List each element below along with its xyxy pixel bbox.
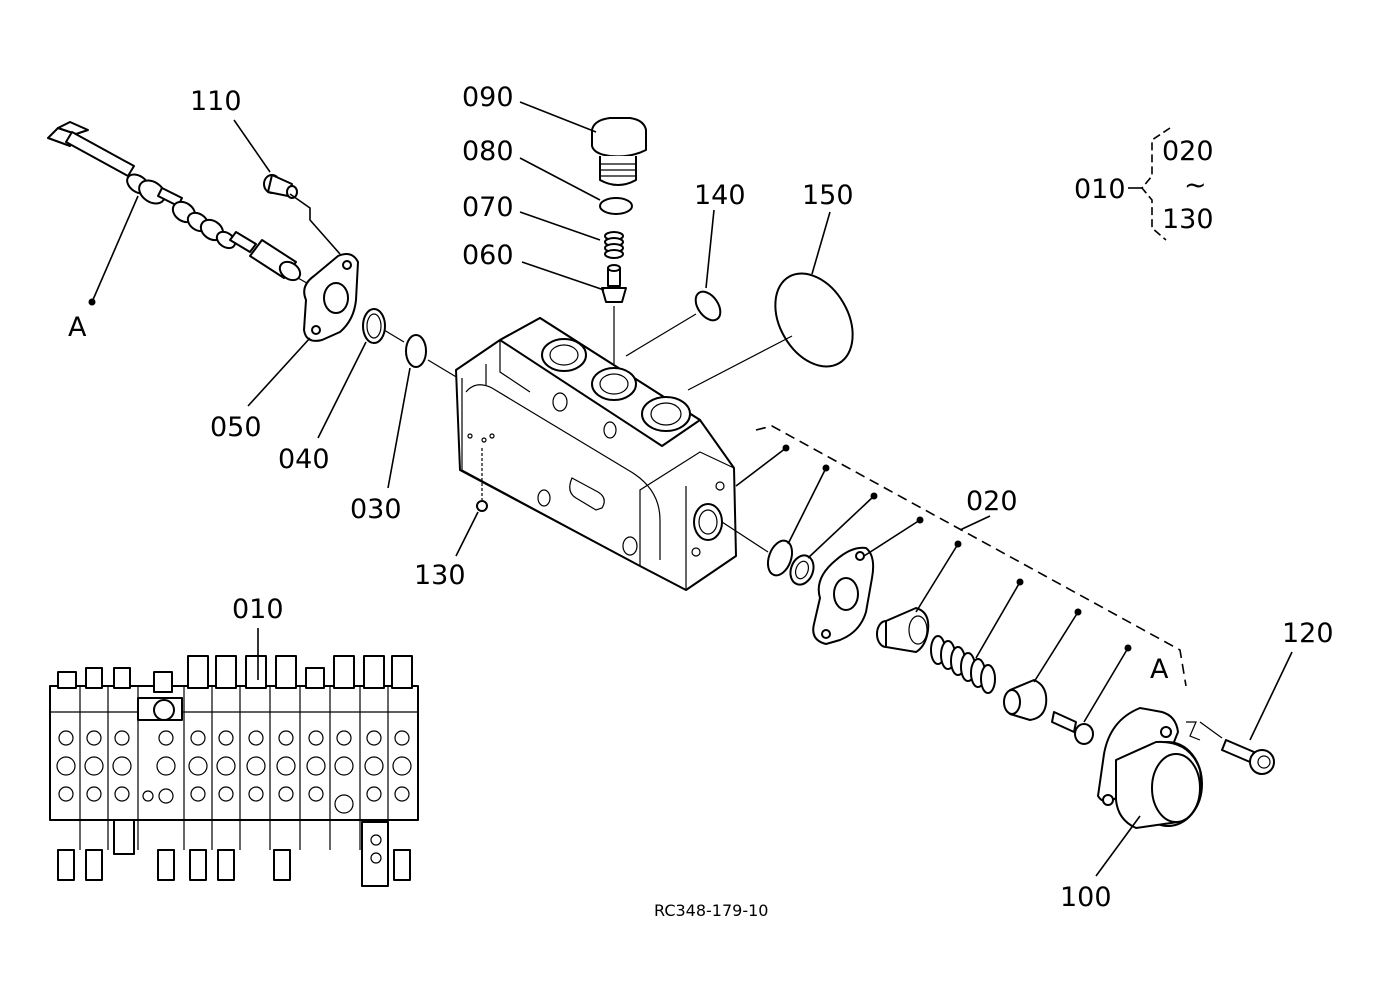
leader-100 <box>1095 815 1141 877</box>
bolt-120 <box>1221 739 1275 775</box>
spring-070 <box>604 231 624 259</box>
screw-130 <box>476 500 488 512</box>
leader-140 <box>705 209 715 289</box>
seat-right <box>876 607 930 653</box>
axis-120 <box>1199 721 1223 739</box>
valve-body <box>455 317 737 591</box>
leader-020 <box>959 515 991 531</box>
callout-030: 030 <box>350 494 402 525</box>
callout-010-group: 010 <box>1074 174 1126 205</box>
leader-070 <box>519 211 601 241</box>
poppet-060 <box>601 264 627 303</box>
callout-100: 100 <box>1060 882 1112 913</box>
callout-150: 150 <box>802 180 854 211</box>
inset-valve-bank <box>49 655 419 887</box>
break-mark <box>1186 721 1201 741</box>
leaders-right-group <box>735 444 1132 723</box>
oring-080 <box>599 197 633 215</box>
drawing-code: RC348-179-10 <box>654 901 768 920</box>
callout-120: 120 <box>1282 618 1334 649</box>
oring-right-1 <box>766 539 794 577</box>
cover-100 <box>1097 707 1203 829</box>
leader-spool-a <box>91 195 139 303</box>
oring-140 <box>694 290 722 322</box>
axis-left-2 <box>427 359 459 379</box>
flange-right <box>812 546 875 645</box>
leader-090 <box>519 101 597 133</box>
leader-130 <box>455 511 479 557</box>
ref-label-cover-a: A <box>1150 654 1169 685</box>
group-range-from: 020 <box>1162 136 1214 167</box>
callout-020: 020 <box>966 486 1018 517</box>
group-range-tilde: ~ <box>1184 170 1207 201</box>
axis-140 <box>625 313 697 357</box>
callout-050: 050 <box>210 412 262 443</box>
leader-030 <box>387 367 411 489</box>
callout-060: 060 <box>462 240 514 271</box>
spool-assembly <box>47 121 313 287</box>
axis-150 <box>687 335 793 391</box>
ref-dot-spool <box>88 298 96 306</box>
callout-140: 140 <box>694 180 746 211</box>
leader-080 <box>519 157 601 201</box>
callout-090: 090 <box>462 82 514 113</box>
leader-120 <box>1249 651 1293 741</box>
leader-050 <box>247 337 311 407</box>
ring-right-2 <box>789 554 815 586</box>
group-range-to: 130 <box>1162 204 1214 235</box>
callout-110: 110 <box>190 86 242 117</box>
dashed-group-outline <box>755 425 1187 687</box>
spring-right <box>930 635 996 694</box>
leader-110-path <box>289 193 341 255</box>
callout-070: 070 <box>462 192 514 223</box>
flange-050 <box>303 253 359 342</box>
leader-150 <box>811 211 831 275</box>
oring-150 <box>774 272 854 368</box>
leader-060 <box>521 261 605 291</box>
leader-040 <box>317 341 367 439</box>
plug-090 <box>591 117 647 186</box>
callout-130: 130 <box>414 560 466 591</box>
cup-right <box>1003 679 1048 721</box>
callout-040: 040 <box>278 444 330 475</box>
ring-040 <box>362 308 386 344</box>
ref-label-spool-a: A <box>68 312 87 343</box>
axis-left-1 <box>383 329 405 343</box>
oring-030 <box>405 334 427 368</box>
bolt-right <box>1051 711 1094 745</box>
callout-080: 080 <box>462 136 514 167</box>
callout-010-inset: 010 <box>232 594 284 625</box>
bolt-110 <box>263 174 298 199</box>
leader-110 <box>233 119 271 173</box>
group-bracket-010 <box>1128 127 1171 241</box>
axis-right-1 <box>721 521 769 553</box>
